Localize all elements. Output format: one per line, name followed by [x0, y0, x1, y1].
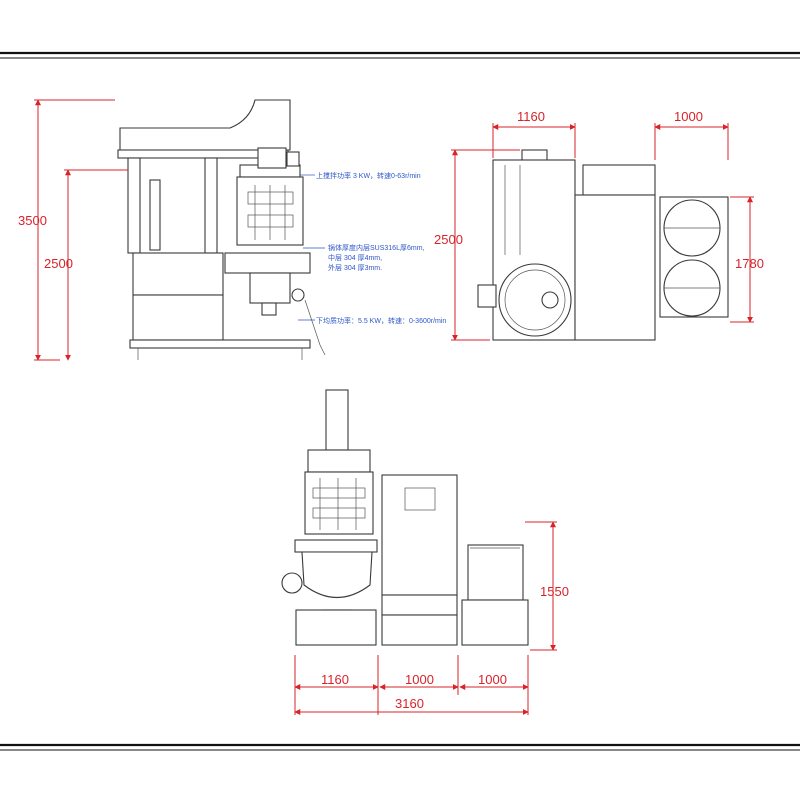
annotation-tank-line1: 锅体厚度内层SUS316L厚6mm, — [328, 243, 425, 252]
dim-side-height — [451, 149, 520, 341]
dim-label-front-height-total: 3500 — [18, 213, 47, 228]
annotation-homogenizer: 下均质功率：5.5 KW，转速：0-3600r/min — [316, 316, 446, 325]
bottom-view-drawing — [281, 389, 529, 646]
side-view-drawing — [477, 149, 729, 341]
dim-bottom-w1 — [294, 655, 379, 715]
dim-label-bottom-height: 1550 — [540, 584, 569, 599]
dim-bottom-w2 — [379, 655, 459, 695]
dim-front-height-mid — [64, 169, 128, 361]
dim-bottom-height — [525, 521, 557, 651]
dim-side-width-left — [492, 123, 576, 158]
dim-bottom-w3 — [459, 655, 529, 715]
dim-side-right-height — [730, 196, 754, 323]
dim-label-bottom-w2: 1000 — [405, 672, 434, 687]
frame-top-border — [0, 51, 800, 59]
front-view-drawing — [117, 99, 326, 360]
dim-label-side-width-right: 1000 — [674, 109, 703, 124]
dim-label-side-height: 2500 — [434, 232, 463, 247]
dim-label-side-width-left: 1160 — [517, 109, 545, 124]
dim-label-bottom-total: 3160 — [395, 696, 424, 711]
annotation-tank-line2: 中层 304 厚4mm, — [328, 253, 382, 262]
dim-front-height-total — [34, 99, 115, 361]
dim-label-front-height-mid: 2500 — [44, 256, 73, 271]
dim-label-bottom-w1: 1160 — [321, 672, 349, 687]
dim-label-side-right-height: 1780 — [735, 256, 764, 271]
dim-side-width-right — [654, 123, 729, 160]
annotation-leaders — [298, 174, 325, 321]
dim-label-bottom-w3: 1000 — [478, 672, 507, 687]
annotation-top-motor: 上搅拌功率 3 KW，转速0-63r/min — [316, 171, 421, 180]
annotation-tank-line3: 外层 304 厚3mm. — [328, 263, 382, 272]
frame-bottom-border — [0, 743, 800, 751]
